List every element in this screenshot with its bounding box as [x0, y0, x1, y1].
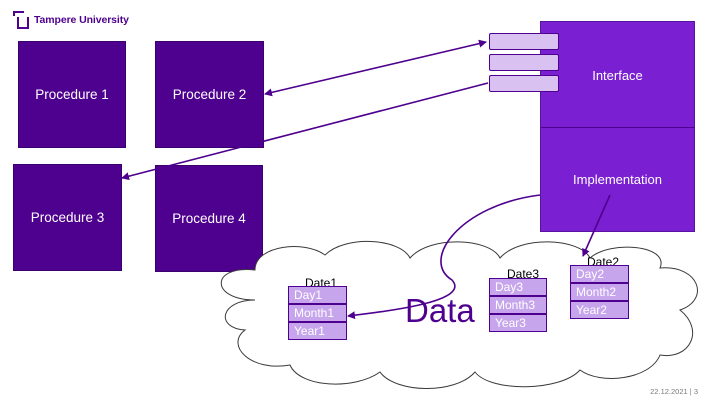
- footer-separator: |: [689, 387, 692, 396]
- page-number: 3: [693, 387, 698, 396]
- footer-date: 22.12.2021: [650, 387, 688, 396]
- interface-port-2: [489, 54, 559, 71]
- arrow-procedure2-interface: [264, 39, 487, 97]
- date2-year-field: Year2: [571, 302, 628, 318]
- module-divider: [541, 127, 694, 128]
- interface-port-3: [489, 75, 559, 92]
- date1-year-field: Year1: [289, 323, 346, 339]
- module-box: Interface Implementation: [540, 21, 695, 232]
- arrow-implementation-date2: [582, 194, 611, 257]
- procedure-4-box: Procedure 4: [155, 165, 263, 272]
- date3-year-field: Year3: [490, 315, 546, 331]
- arrow-interface-procedure3: [121, 82, 489, 181]
- procedure-3-box: Procedure 3: [13, 164, 122, 271]
- date3-title: Date3: [507, 267, 540, 281]
- logo-text: Tampere University: [34, 14, 129, 26]
- date2-day-field: Day2: [571, 266, 628, 282]
- date2-month-field: Month2: [571, 284, 628, 300]
- implementation-label: Implementation: [573, 172, 662, 187]
- procedure-2-label: Procedure 2: [172, 87, 247, 102]
- tampere-university-logo-icon: [13, 11, 29, 29]
- date1-month-field: Month1: [289, 305, 346, 321]
- date2-record: Day2 Month2 Year2: [570, 265, 629, 319]
- arrow-implementation-date1: [347, 194, 541, 320]
- date1-record: Day1 Month1 Year1: [288, 286, 347, 340]
- date3-record: Day3 Month3 Year3: [489, 278, 547, 332]
- date1-day-field: Day1: [289, 287, 346, 303]
- procedure-3-label: Procedure 3: [30, 210, 105, 225]
- slide-footer: 22.12.2021 | 3: [650, 387, 698, 396]
- date3-month-field: Month3: [490, 297, 546, 313]
- procedure-4-label: Procedure 4: [172, 211, 246, 226]
- interface-label: Interface: [592, 68, 643, 83]
- procedure-2-box: Procedure 2: [155, 41, 264, 148]
- logo: Tampere University: [12, 10, 129, 32]
- interface-port-1: [489, 33, 559, 50]
- date3-day-field: Day3: [490, 279, 546, 295]
- procedure-1-box: Procedure 1: [18, 41, 126, 148]
- procedure-1-label: Procedure 1: [35, 87, 109, 102]
